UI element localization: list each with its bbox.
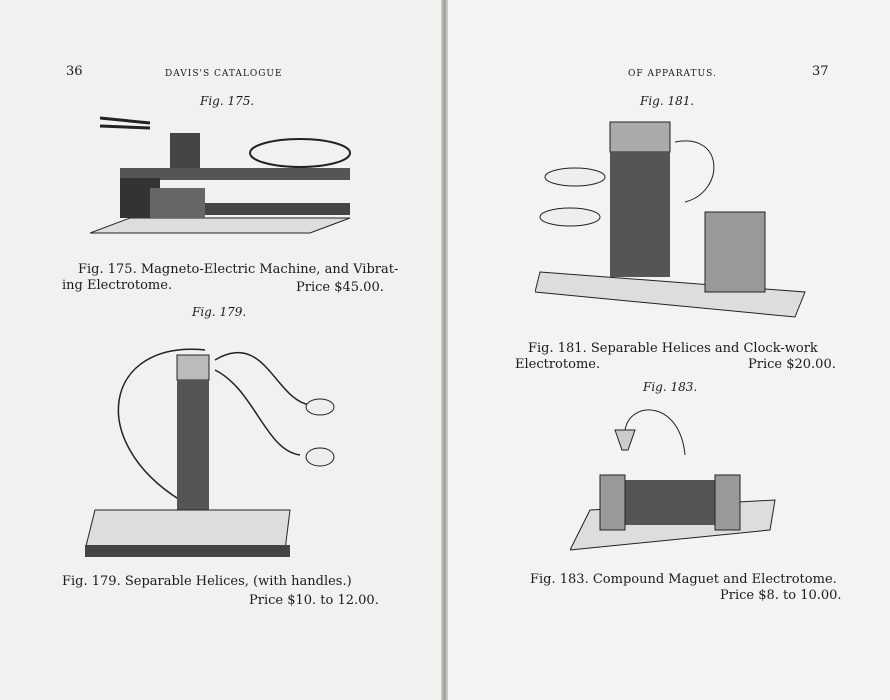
figure-label: Fig. 175. <box>200 94 255 108</box>
figure-label: Fig. 181. <box>640 94 695 108</box>
figure-price: Price $20.00. <box>748 357 836 372</box>
left-page <box>0 0 444 700</box>
figure-caption: Fig. 181. Separable Helices and Clock-wo… <box>528 341 818 356</box>
page-number: 37 <box>812 64 829 79</box>
magneto-electric-machine-illustration <box>90 116 351 234</box>
figure-caption: Fig. 183. Compound Maguet and Electrotom… <box>530 572 837 587</box>
figure-caption: Fig. 179. Separable Helices, (with handl… <box>62 574 352 589</box>
figure-price: Price $8. to 10.00. <box>720 588 842 603</box>
right-page <box>446 0 890 700</box>
figure-caption: Fig. 175. Magneto-Electric Machine, and … <box>78 262 399 277</box>
page-number: 36 <box>66 64 83 79</box>
compound-magnet-illustration <box>570 409 776 551</box>
figure-caption-continued: Electrotome. <box>515 357 601 372</box>
figure-price: Price $45.00. <box>296 280 384 295</box>
book-gutter <box>441 0 448 700</box>
running-head: DAVIS'S CATALOGUE <box>165 69 283 79</box>
figure-caption-continued: ing Electrotome. <box>62 278 173 293</box>
clock-work-electrotome-illustration <box>535 121 806 318</box>
running-head: OF APPARATUS. <box>628 69 717 79</box>
separable-helices-illustration <box>85 348 335 557</box>
figure-label: Fig. 179. <box>192 305 247 319</box>
figure-price: Price $10. to 12.00. <box>249 593 379 608</box>
figure-label: Fig. 183. <box>643 380 698 394</box>
